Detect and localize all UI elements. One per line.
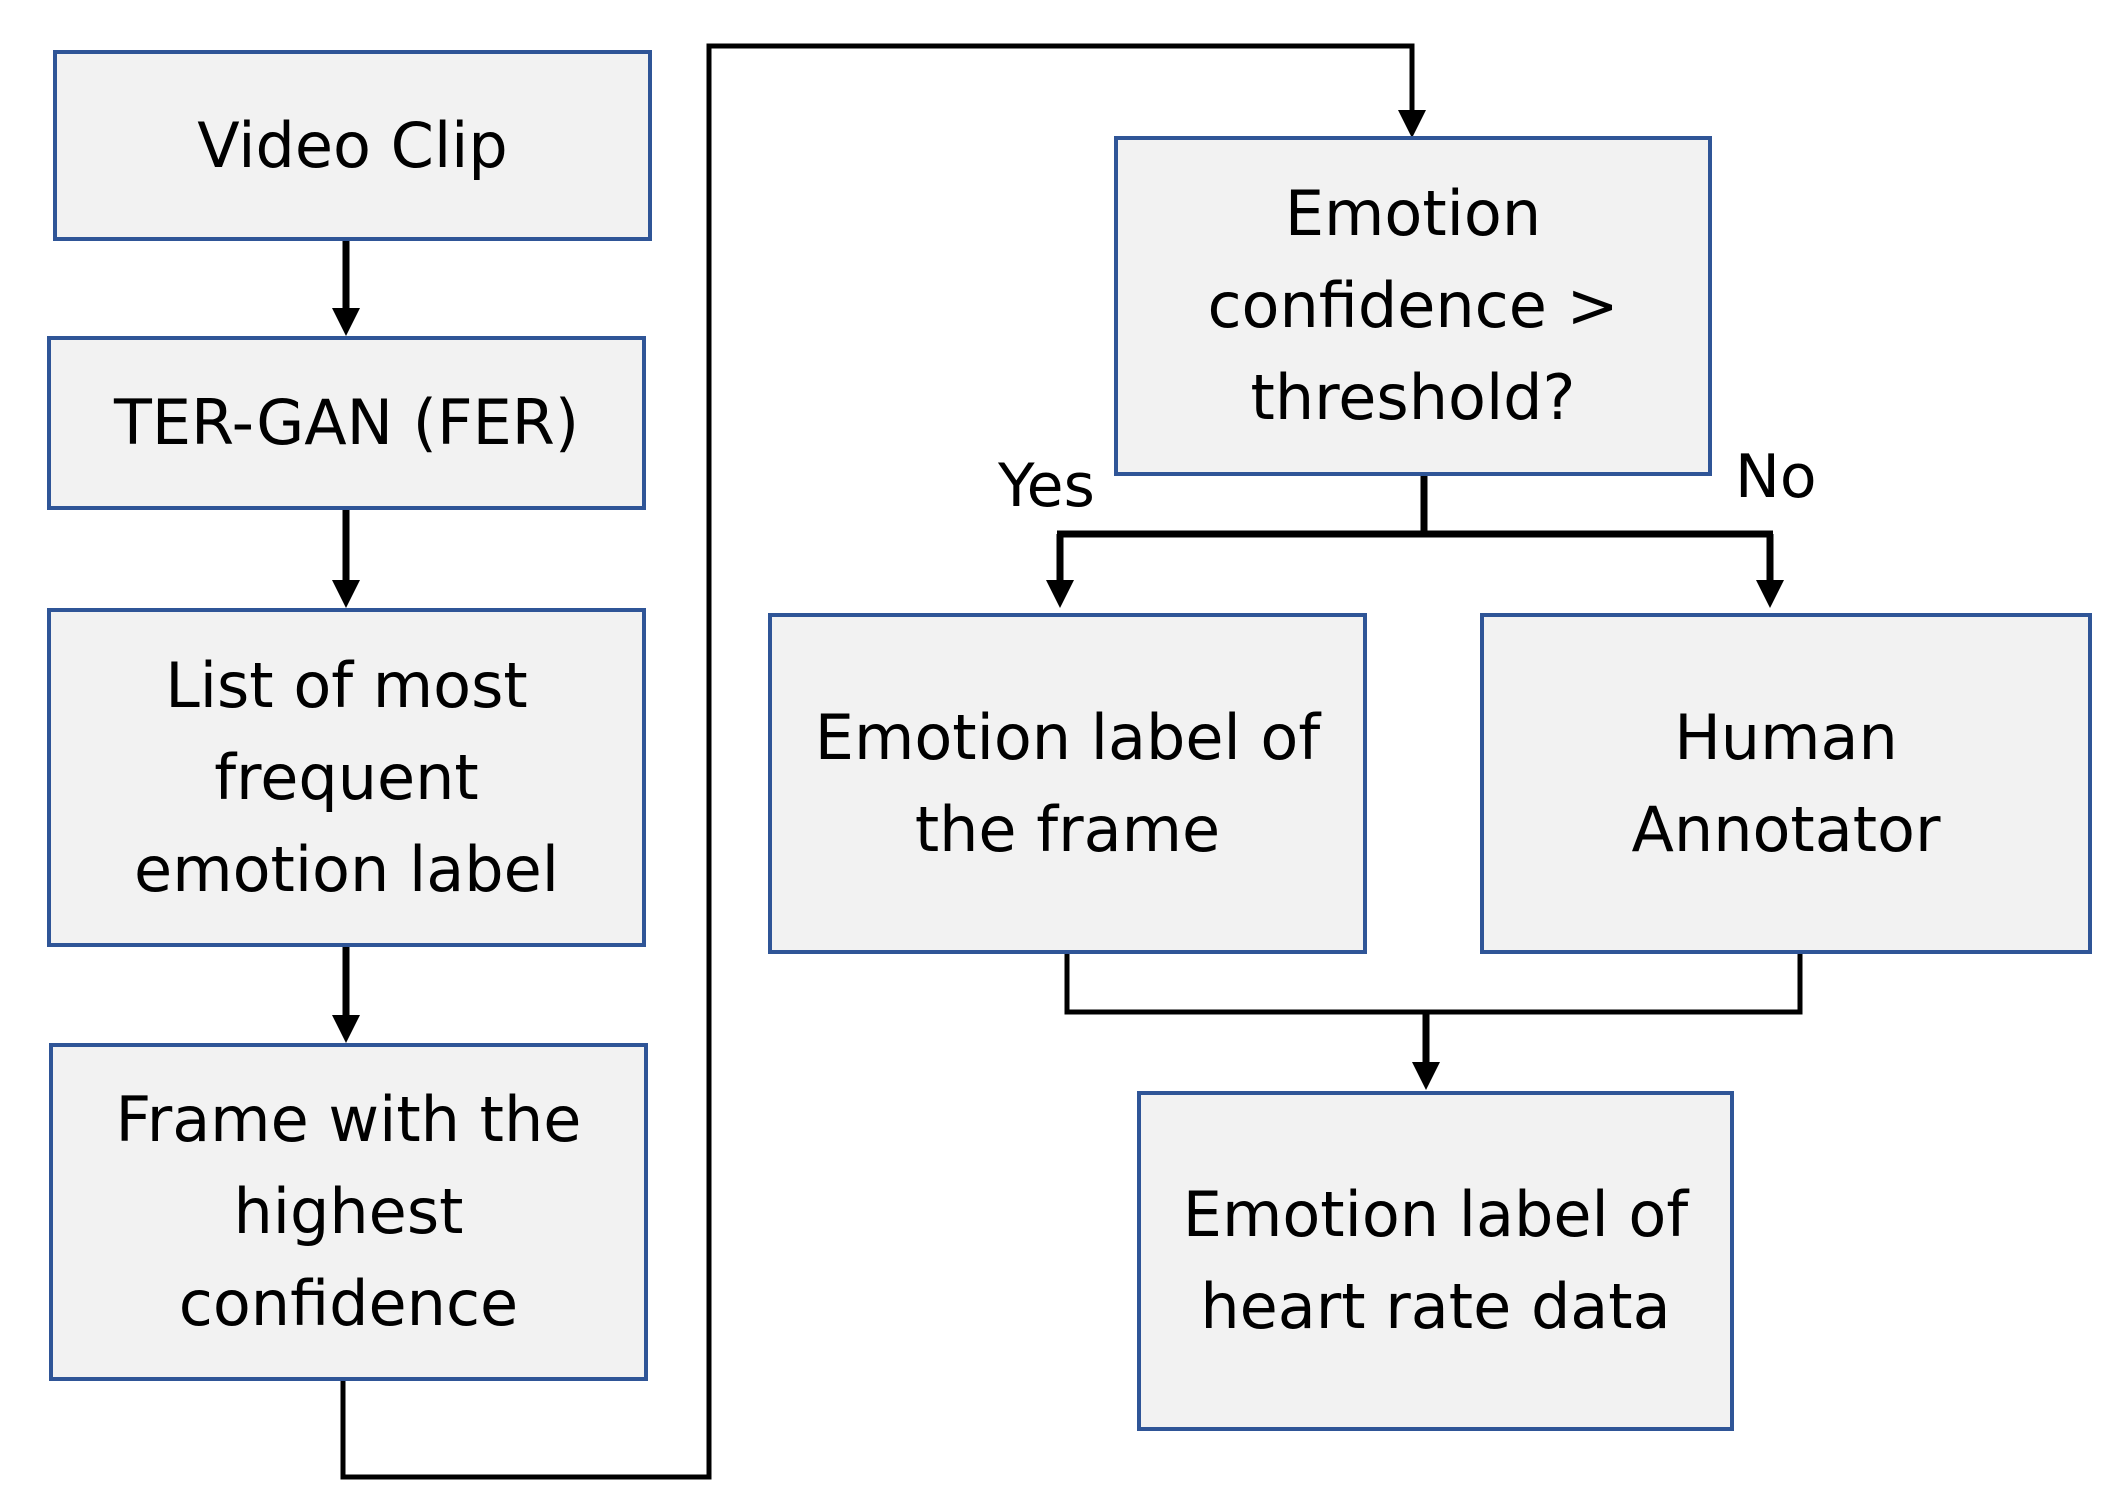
arrowhead-yes: [1046, 580, 1074, 608]
node-video-clip-text: Video Clip: [197, 108, 508, 182]
node-threshold-decision: Emotion confidence > threshold?: [1114, 136, 1712, 476]
node-most-frequent-label-text: List of most frequent emotion label: [134, 648, 559, 906]
arrowhead-final: [1412, 1062, 1440, 1090]
node-human-annotator: Human Annotator: [1480, 613, 2092, 954]
arrowhead-list: [332, 580, 360, 608]
node-video-clip: Video Clip: [53, 50, 652, 241]
node-ter-gan: TER-GAN (FER): [47, 336, 646, 510]
arrowhead-no: [1756, 580, 1784, 608]
node-frame-emotion-label-text: Emotion label of the frame: [814, 700, 1321, 866]
arrowhead-threshold: [1398, 110, 1426, 138]
node-ter-gan-text: TER-GAN (FER): [113, 386, 580, 459]
connector-merge: [1064, 954, 1803, 1015]
node-highest-confidence-frame-text: Frame with the highest confidence: [115, 1083, 582, 1340]
arrowhead-tergan: [332, 308, 360, 336]
edge-label-yes: Yes: [998, 451, 1095, 521]
node-most-frequent-label: List of most frequent emotion label: [47, 608, 646, 947]
edge-label-no: No: [1735, 442, 1817, 512]
node-highest-confidence-frame: Frame with the highest confidence: [49, 1043, 648, 1381]
node-heart-rate-emotion-label: Emotion label of heart rate data: [1137, 1091, 1734, 1431]
node-heart-rate-emotion-label-text: Emotion label of heart rate data: [1182, 1178, 1689, 1343]
arrowhead-frame: [332, 1015, 360, 1043]
node-human-annotator-text: Human Annotator: [1631, 700, 1941, 866]
node-threshold-decision-text: Emotion confidence > threshold?: [1207, 177, 1619, 434]
node-frame-emotion-label: Emotion label of the frame: [768, 613, 1367, 954]
connector-frame-to-threshold: [340, 43, 1415, 1480]
